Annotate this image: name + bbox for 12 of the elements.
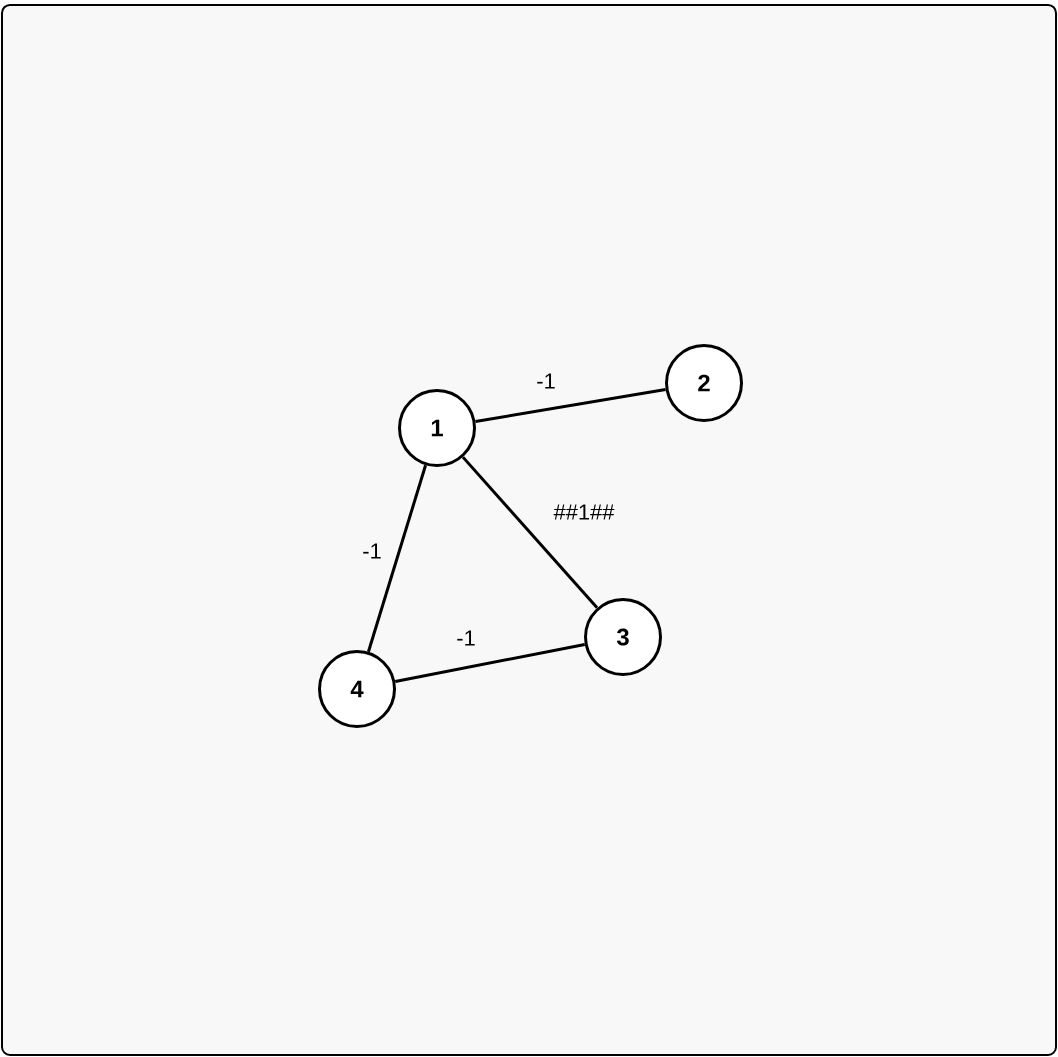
graph-node: 2 xyxy=(665,344,743,422)
edge-label: ##1## xyxy=(553,504,615,520)
graph-node: 1 xyxy=(398,389,476,467)
edge-label: -1 xyxy=(537,373,555,389)
edge-line xyxy=(461,456,599,609)
graph-node: 3 xyxy=(584,598,662,676)
graph-node: 4 xyxy=(318,650,396,728)
edge-label: -1 xyxy=(363,543,381,559)
edge-line xyxy=(395,643,585,683)
edge-line xyxy=(475,388,666,423)
edge-line xyxy=(367,464,427,653)
edge-label: -1 xyxy=(457,630,475,646)
